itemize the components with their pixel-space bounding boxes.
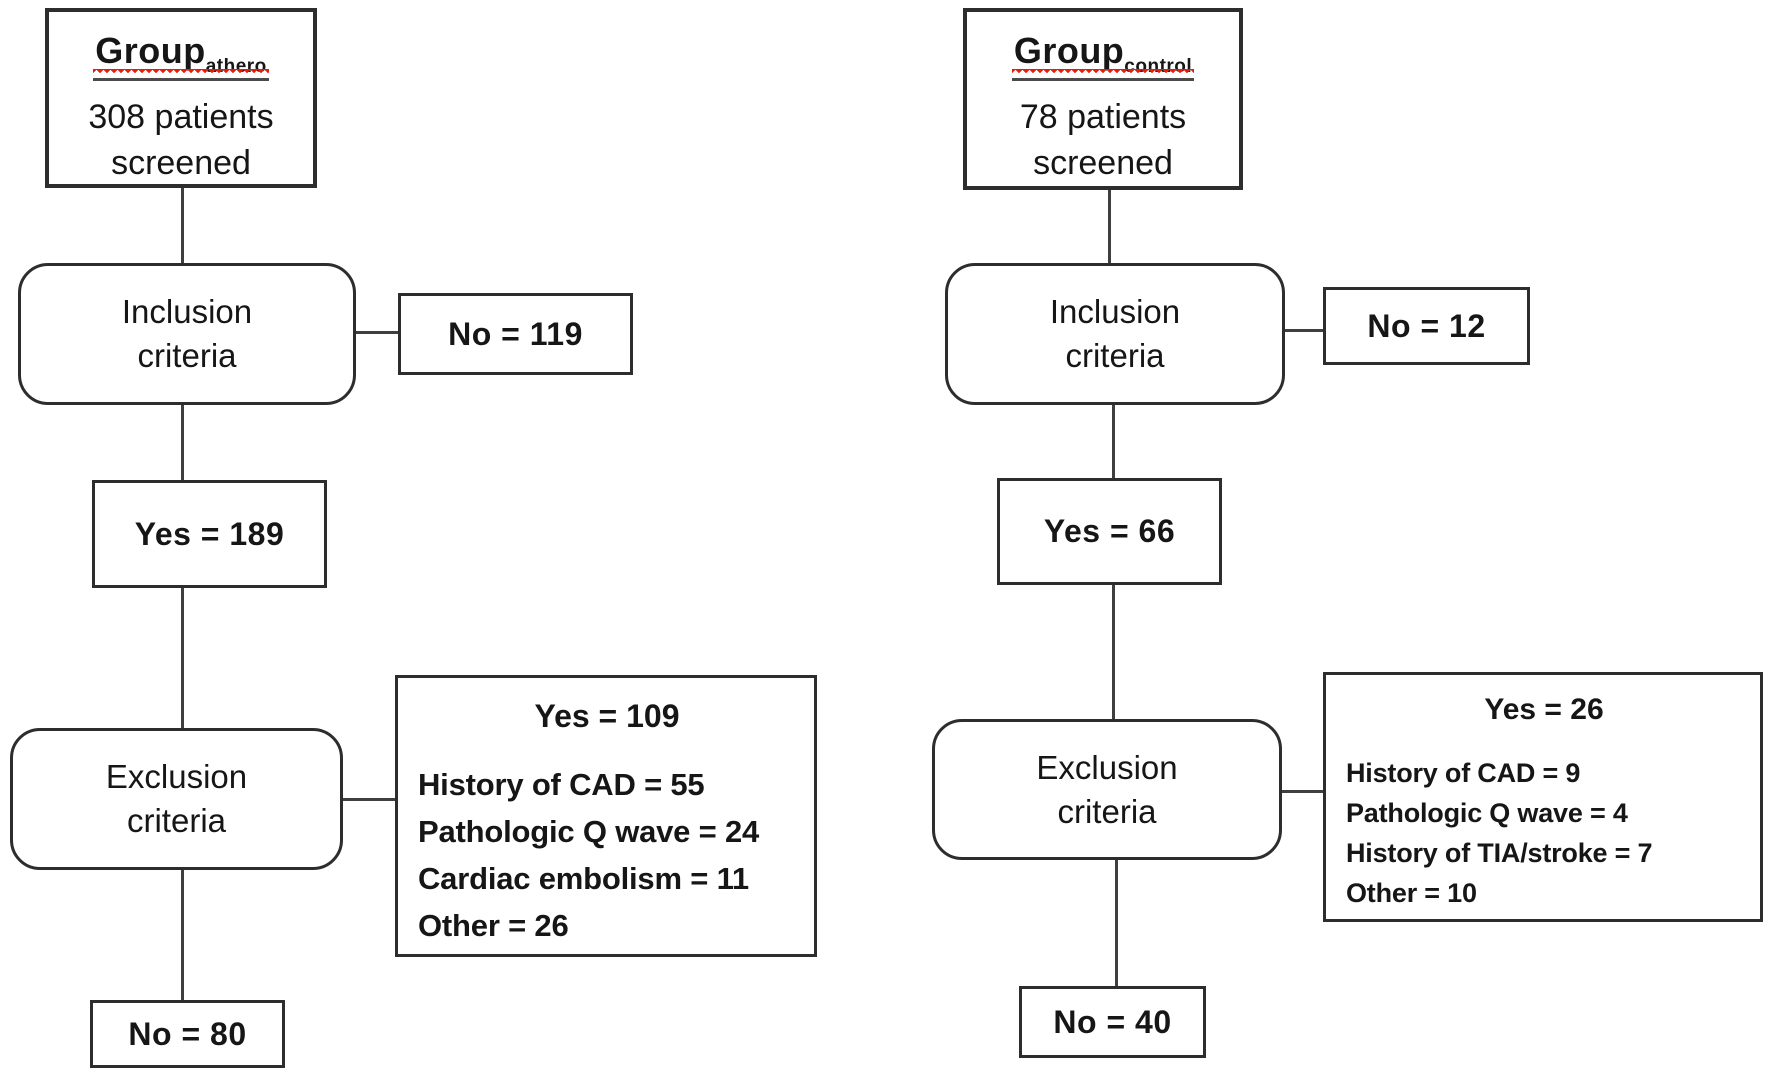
exclusion-reason: Pathologic Q wave = 24 — [418, 814, 760, 849]
connector-line — [1280, 790, 1323, 793]
group-athero-box: Groupathero 308 patients screened — [45, 8, 317, 188]
exclusion-details-box: Yes = 109 History of CAD = 55 Pathologic… — [395, 675, 817, 957]
exclusion-yes-title: Yes = 109 — [534, 698, 680, 734]
inclusion-yes-value: Yes = 66 — [1043, 513, 1176, 549]
connector-line — [181, 588, 184, 729]
exclusion-reason: History of CAD = 9 — [1346, 758, 1581, 788]
spellcheck-squiggle-underline — [1011, 69, 1195, 75]
exclusion-criteria-box: Exclusion criteria — [932, 719, 1282, 860]
group-control-box: Groupcontrol 78 patients screened — [963, 8, 1243, 190]
connector-line — [181, 870, 184, 1001]
exclusion-criteria-label: Exclusion criteria — [1036, 748, 1178, 830]
connector-line — [1112, 585, 1115, 719]
group-title: Groupcontrol — [1011, 30, 1195, 81]
inclusion-yes-box: Yes = 189 — [92, 480, 327, 588]
inclusion-no-value: No = 12 — [1367, 307, 1486, 344]
connector-line — [356, 331, 400, 334]
exclusion-no-value: No = 80 — [128, 1015, 247, 1052]
exclusion-criteria-label: Exclusion criteria — [105, 758, 248, 839]
exclusion-reason-list: History of CAD = 55 Pathologic Q wave = … — [418, 761, 796, 949]
inclusion-no-box: No = 119 — [398, 293, 633, 375]
inclusion-yes-box: Yes = 66 — [997, 478, 1222, 585]
exclusion-reason-list: History of CAD = 9 Pathologic Q wave = 4… — [1346, 753, 1742, 913]
exclusion-details-box: Yes = 26 History of CAD = 9 Pathologic Q… — [1323, 672, 1763, 922]
exclusion-reason: Other = 26 — [418, 908, 569, 943]
group-label: Group — [95, 30, 206, 71]
connector-line — [1108, 190, 1111, 263]
exclusion-reason: Other = 10 — [1346, 878, 1477, 908]
exclusion-reason: Pathologic Q wave = 4 — [1346, 798, 1628, 828]
inclusion-no-value: No = 119 — [448, 315, 583, 352]
connector-line — [181, 188, 184, 265]
inclusion-criteria-box: Inclusion criteria — [18, 263, 356, 405]
connector-line — [1283, 329, 1323, 332]
exclusion-criteria-box: Exclusion criteria — [10, 728, 343, 870]
exclusion-reason: Cardiac embolism = 11 — [418, 861, 749, 896]
screened-count: 308 patients screened — [88, 98, 274, 182]
exclusion-no-box: No = 80 — [90, 1000, 285, 1068]
inclusion-criteria-box: Inclusion criteria — [945, 263, 1285, 405]
connector-line — [181, 405, 184, 481]
exclusion-no-value: No = 40 — [1053, 1003, 1172, 1040]
screened-count: 78 patients screened — [1019, 98, 1187, 182]
spellcheck-squiggle-underline — [93, 69, 269, 75]
group-title: Groupathero — [93, 30, 269, 81]
inclusion-no-box: No = 12 — [1323, 287, 1530, 365]
connector-line — [1112, 405, 1115, 478]
inclusion-criteria-label: Inclusion criteria — [121, 293, 253, 374]
exclusion-reason: History of TIA/stroke = 7 — [1346, 838, 1653, 868]
connector-line — [1115, 860, 1118, 986]
inclusion-criteria-label: Inclusion criteria — [1049, 293, 1181, 374]
exclusion-yes-title: Yes = 26 — [1484, 693, 1604, 726]
connector-line — [341, 798, 397, 801]
exclusion-reason: History of CAD = 55 — [418, 767, 705, 802]
exclusion-no-box: No = 40 — [1019, 986, 1206, 1058]
inclusion-yes-value: Yes = 189 — [134, 515, 285, 552]
group-label: Group — [1013, 30, 1125, 71]
